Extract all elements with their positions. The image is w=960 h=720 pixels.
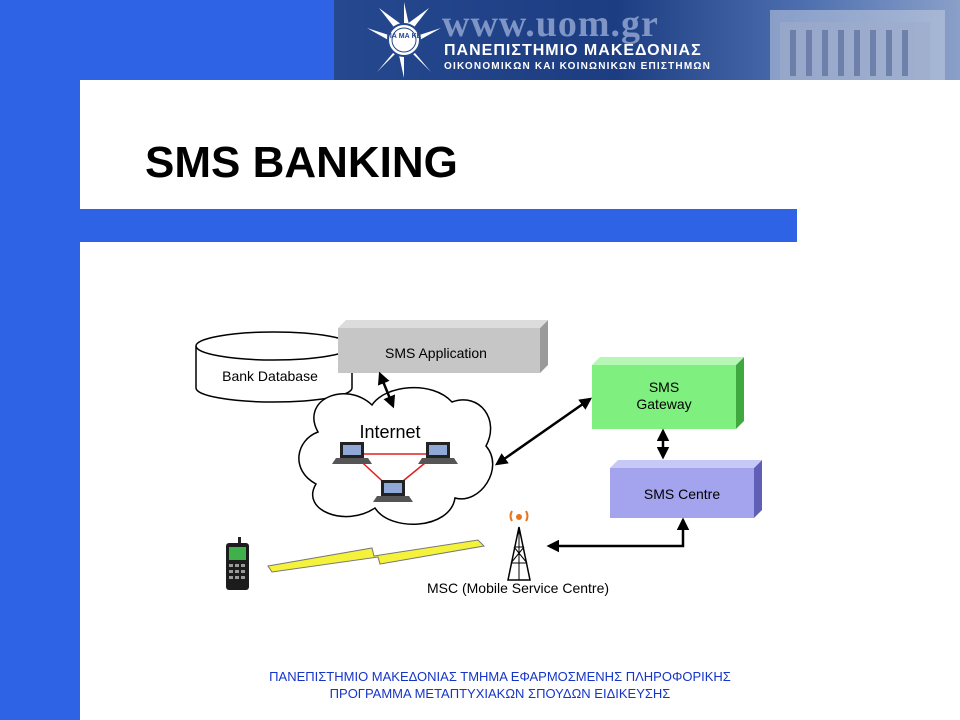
cell-tower-icon (507, 510, 531, 581)
banner-url[interactable]: www.uom.gr (442, 3, 659, 45)
university-subtitle: ΟΙΚΟΝΟΜΙΚΩΝ ΚΑΙ ΚΟΙΝΩΝΙΚΩΝ ΕΠΙΣΤΗΜΩΝ (444, 61, 712, 72)
sms-gateway-box: SMS Gateway (592, 357, 744, 429)
university-name: ΠΑΝΕΠΙΣΤΗΜΙΟ ΜΑΚΕΔΟΝΙΑΣ (444, 42, 702, 59)
sms-application-box: SMS Application (338, 320, 548, 373)
bank-database-cylinder: Bank Database (195, 331, 353, 403)
sms-gateway-label-line1: SMS (649, 379, 679, 395)
sms-centre-label: SMS Centre (644, 486, 720, 502)
bank-database-label: Bank Database (222, 368, 318, 384)
left-blue-bar (0, 0, 80, 720)
sms-centre-box: SMS Centre (610, 460, 762, 518)
slide-title: SMS BANKING (145, 138, 458, 187)
laptop-icon (373, 480, 413, 502)
mobile-phone-icon (226, 537, 249, 590)
msc-label: MSC (Mobile Service Centre) (427, 580, 609, 596)
lightning-bolt-icon (267, 539, 486, 573)
internet-label: Internet (359, 422, 420, 442)
sms-gateway-label-line2: Gateway (636, 396, 691, 412)
footer-line-2: ΠΡΟΓΡΑΜΜΑ ΜΕΤΑΠΤΥΧΙΑΚΩΝ ΣΠΟΥΔΩΝ ΕΙΔΙΚΕΥΣ… (329, 686, 671, 701)
title-accent-bar (24, 209, 797, 242)
arrow-application-internet (377, 371, 396, 409)
laptop-icon (332, 442, 372, 464)
laptop-icon (418, 442, 458, 464)
building-photo (770, 10, 945, 80)
university-banner: ΠΑ ΜΑ ΚΕ www.uom.gr ΠΑΝΕΠΙΣΤΗΜΙΟ ΜΑΚΕΔΟΝ… (334, 0, 960, 80)
sms-application-label: SMS Application (385, 345, 487, 361)
internet-cloud: Internet (298, 386, 494, 525)
arrow-centre-msc (546, 517, 690, 553)
arrow-internet-gateway (494, 397, 593, 466)
logo-text: ΠΑ ΜΑ ΚΕ (387, 33, 422, 40)
footer-line-1: ΠΑΝΕΠΙΣΤΗΜΙΟ ΜΑΚΕΔΟΝΙΑΣ ΤΜΗΜΑ ΕΦΑΡΜΟΣΜΕΝ… (269, 669, 731, 684)
university-logo: ΠΑ ΜΑ ΚΕ (367, 2, 441, 78)
